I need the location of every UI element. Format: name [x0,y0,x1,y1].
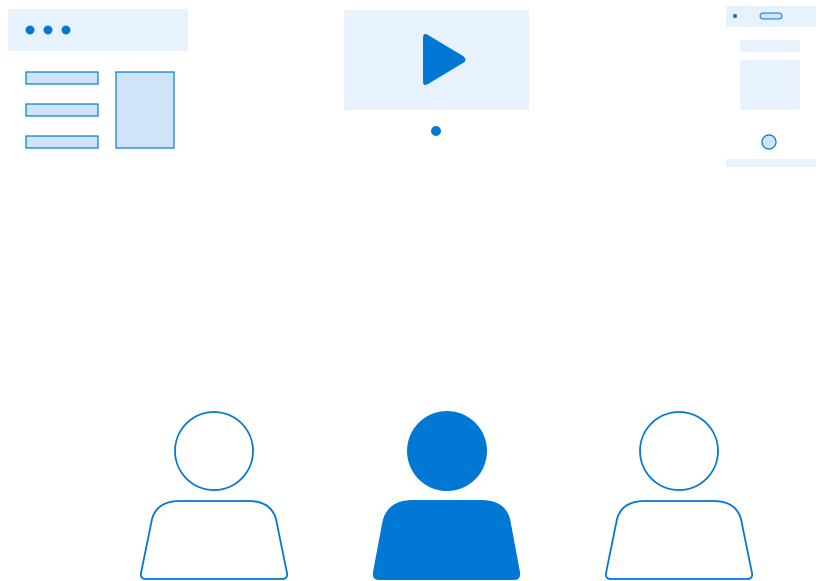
mobile-camera-dot [733,14,737,18]
person-outline-icon [174,411,254,491]
person-left-body [139,500,289,580]
person-right [604,411,754,580]
mobile-bottom-bar [726,159,816,167]
mobile-speaker-pill [759,12,783,20]
window-dot-1 [25,25,35,35]
person-left [139,411,289,580]
video-indicator-dot [431,126,441,136]
mobile-header-bar [740,40,800,52]
mobile-content-block [740,60,800,110]
person-outline-icon [639,411,719,491]
person-filled-icon [407,411,487,491]
person-center-body [372,500,521,580]
content-line-1 [25,71,99,85]
browser-window-icon [8,9,188,149]
window-dot-3 [61,25,71,35]
video-player [344,10,529,136]
mobile-home-button [761,134,777,150]
person-center [372,411,521,580]
window-dot-2 [43,25,53,35]
browser-title-bar [8,9,188,51]
content-image-block [115,71,175,149]
content-line-2 [25,103,99,117]
mobile-screen-icon [726,6,816,167]
person-right-body [604,500,754,580]
content-line-3 [25,135,99,149]
play-icon[interactable] [423,34,466,85]
